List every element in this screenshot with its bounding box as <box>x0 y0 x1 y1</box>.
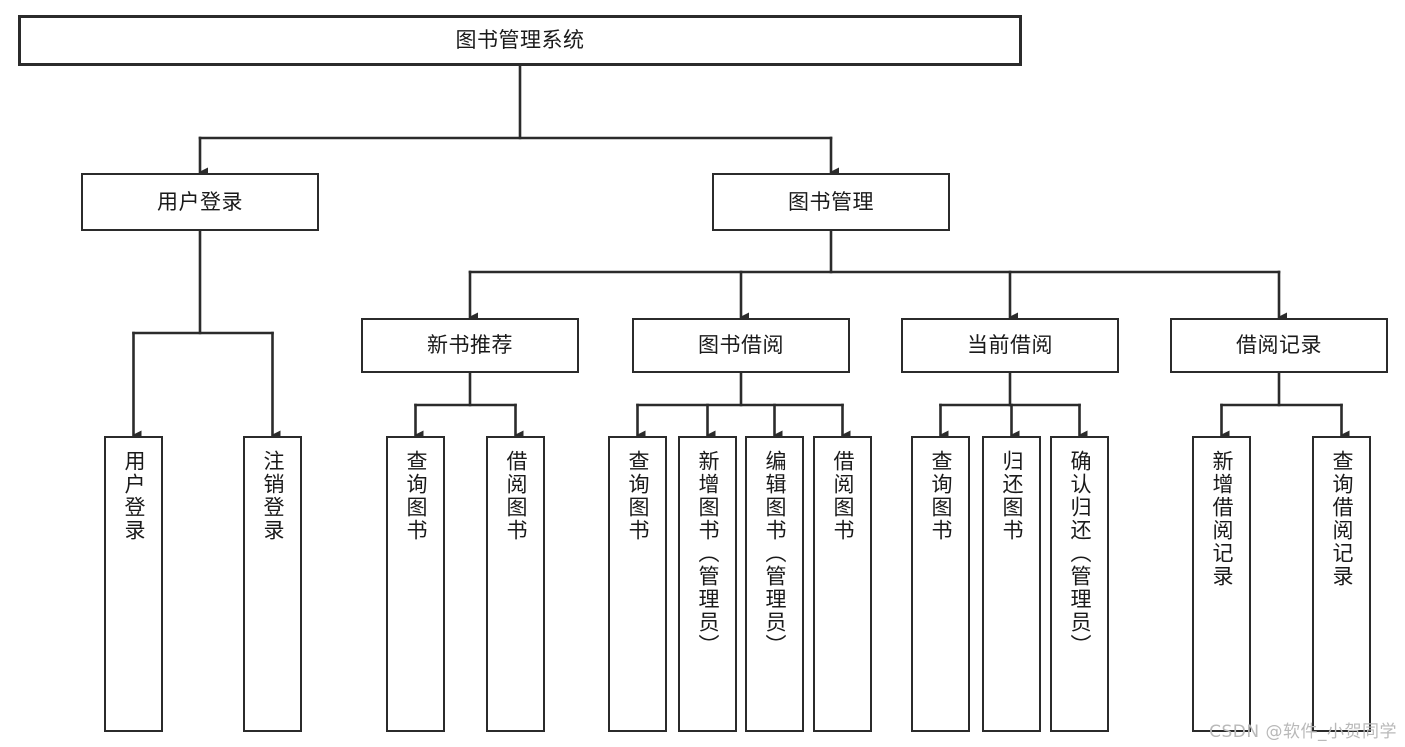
csdn-watermark: CSDN @软件_小贺同学 <box>1209 722 1397 742</box>
node-leaf-add-record[interactable]: 新增借阅记录 <box>1192 436 1251 732</box>
node-label: 用户登录 <box>121 450 146 542</box>
node-new-book-rec[interactable]: 新书推荐 <box>361 318 579 373</box>
node-leaf-borrow-book-1[interactable]: 借阅图书 <box>486 436 545 732</box>
node-borrow-record[interactable]: 借阅记录 <box>1170 318 1388 373</box>
node-label: 查询图书 <box>928 450 953 542</box>
node-label: 新增借阅记录 <box>1209 450 1234 588</box>
node-leaf-borrow-book-2[interactable]: 借阅图书 <box>813 436 872 732</box>
node-root[interactable]: 图书管理系统 <box>18 15 1022 66</box>
node-leaf-add-book[interactable]: 新增图书（管理员） <box>678 436 737 732</box>
node-label: 用户登录 <box>157 189 243 214</box>
node-book-manage[interactable]: 图书管理 <box>712 173 950 231</box>
node-leaf-query-book-2[interactable]: 查询图书 <box>608 436 667 732</box>
edges-group <box>132 64 1350 440</box>
node-label: 图书管理系统 <box>455 28 585 53</box>
node-leaf-user-logout[interactable]: 注销登录 <box>243 436 302 732</box>
node-label: 图书管理 <box>788 189 874 214</box>
node-label: 新书推荐 <box>427 333 513 358</box>
node-label: 新增图书（管理员） <box>695 450 720 657</box>
node-leaf-return-book[interactable]: 归还图书 <box>982 436 1041 732</box>
node-label: 当前借阅 <box>967 333 1053 358</box>
node-leaf-query-book-3[interactable]: 查询图书 <box>911 436 970 732</box>
node-label: 查询图书 <box>625 450 650 542</box>
node-label: 借阅记录 <box>1236 333 1322 358</box>
node-label: 注销登录 <box>260 450 285 542</box>
node-label: 查询借阅记录 <box>1329 450 1354 588</box>
node-label: 查询图书 <box>403 450 428 542</box>
node-book-borrow[interactable]: 图书借阅 <box>632 318 850 373</box>
node-label: 图书借阅 <box>698 333 784 358</box>
node-leaf-user-login[interactable]: 用户登录 <box>104 436 163 732</box>
node-leaf-confirm-ret[interactable]: 确认归还（管理员） <box>1050 436 1109 732</box>
node-label: 借阅图书 <box>503 450 528 542</box>
node-label: 归还图书 <box>999 450 1024 542</box>
node-leaf-query-book-1[interactable]: 查询图书 <box>386 436 445 732</box>
node-user-login[interactable]: 用户登录 <box>81 173 319 231</box>
node-current-borrow[interactable]: 当前借阅 <box>901 318 1119 373</box>
node-label: 确认归还（管理员） <box>1067 450 1092 657</box>
node-label: 借阅图书 <box>830 450 855 542</box>
node-label: 编辑图书（管理员） <box>762 450 787 657</box>
node-leaf-query-record[interactable]: 查询借阅记录 <box>1312 436 1371 732</box>
node-leaf-edit-book[interactable]: 编辑图书（管理员） <box>745 436 804 732</box>
